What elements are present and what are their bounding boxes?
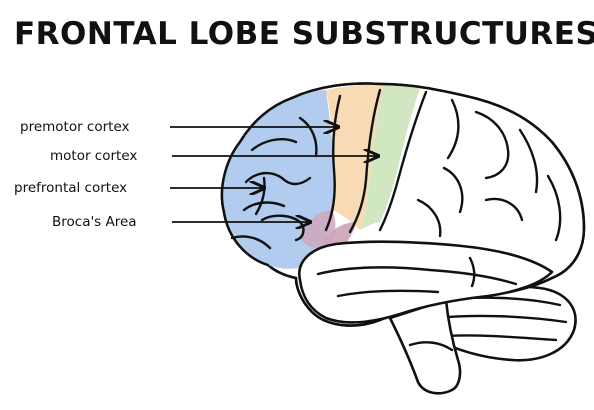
prefrontal-fold: [298, 116, 318, 158]
label-premotor-cortex: premotor cortex: [20, 119, 130, 135]
temporal-fold: [316, 266, 518, 286]
motor-cortex-region: [360, 84, 420, 230]
parietal-fold: [484, 197, 524, 222]
parietal-fold: [446, 98, 460, 160]
prefrontal-fold: [250, 138, 298, 152]
parietal-fold: [442, 166, 464, 214]
precentral-sulcus: [348, 88, 382, 234]
central-sulcus: [378, 90, 428, 232]
brocas-area-region-upper: [300, 210, 336, 248]
temporal-fold: [468, 256, 476, 288]
parietal-fold: [416, 198, 442, 238]
prefrontal-fold: [244, 171, 312, 186]
premotor-sulcus: [324, 94, 342, 232]
label-brocas-area: Broca's Area: [52, 214, 137, 230]
temporal-lobe: [298, 240, 554, 324]
brainstem-fold: [408, 341, 454, 352]
prefrontal-fold: [230, 235, 272, 250]
premotor-cortex-region: [326, 84, 384, 230]
label-motor-cortex: motor cortex: [50, 148, 137, 164]
cerebellum-fold: [444, 334, 558, 342]
parietal-fold: [474, 110, 510, 180]
temporal-fold: [336, 289, 440, 298]
parietal-fold: [518, 128, 539, 194]
diagram-title: FRONTAL LOBE SUBSTRUCTURES: [14, 16, 594, 52]
label-prefrontal-cortex: prefrontal cortex: [14, 180, 127, 196]
parietal-fold: [546, 174, 562, 242]
cerebellum-fold: [434, 314, 568, 324]
brainstem: [388, 298, 462, 395]
